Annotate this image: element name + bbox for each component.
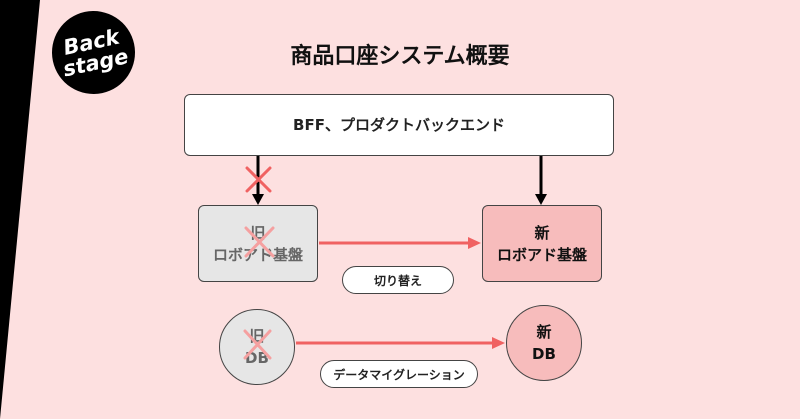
bff-label: BFF、プロダクトバックエンド [293,116,505,134]
old-db-line2: DB [245,349,269,367]
new-db-line1: 新 [536,323,552,341]
old-system-box: 旧 ロボアド基盤 [198,205,318,282]
old-db-line1: 旧 [249,327,265,345]
old-db-circle: 旧 DB [219,309,295,385]
bff-box: BFF、プロダクトバックエンド [184,94,614,156]
switch-label: 切り替え [373,273,422,288]
old-system-line1: 旧 [250,223,266,242]
migration-label-pill: データマイグレーション [320,360,478,388]
new-system-line2: ロボアド基盤 [496,245,587,264]
switch-label-pill: 切り替え [342,266,454,294]
migration-label: データマイグレーション [333,367,465,382]
new-system-line1: 新 [534,223,550,242]
new-db-line2: DB [532,345,556,363]
old-system-line2: ロボアド基盤 [212,245,303,264]
new-system-box: 新 ロボアド基盤 [482,205,602,282]
new-db-circle: 新 DB [506,305,582,381]
page-title: 商品口座システム概要 [290,44,510,69]
